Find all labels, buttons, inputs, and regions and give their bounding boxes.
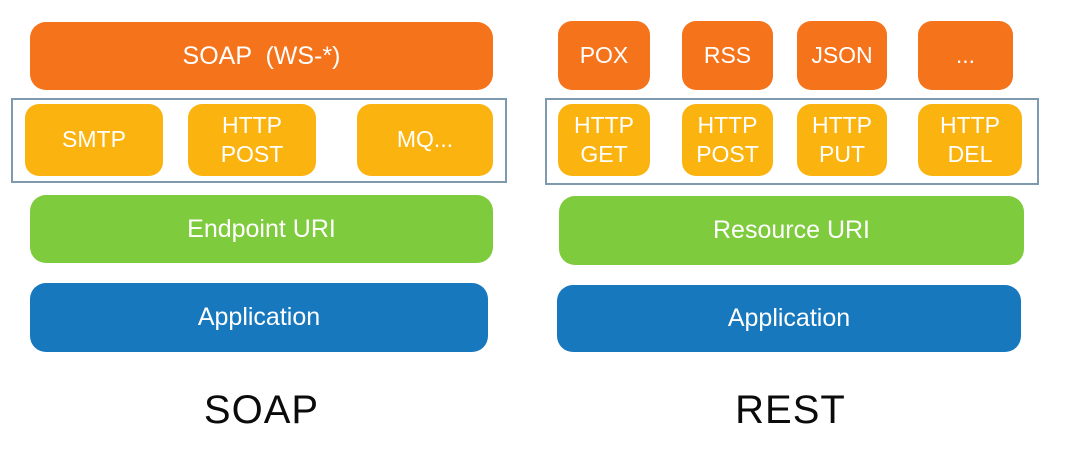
rest-caption: REST [735, 388, 846, 432]
rest-format-pox: POX [558, 21, 650, 90]
rest-format-more: ... [918, 21, 1013, 90]
rest-application-bar: Application [557, 285, 1021, 352]
rest-verb-frame [545, 98, 1039, 185]
rest-verb-http-del: HTTP DEL [918, 104, 1022, 176]
soap-transport-mq: MQ... [357, 104, 493, 176]
rest-verb-http-put: HTTP PUT [797, 104, 887, 176]
soap-protocol-bar: SOAP (WS-*) [30, 22, 493, 90]
rest-verb-http-get: HTTP GET [558, 104, 650, 176]
rest-format-rss: RSS [682, 21, 773, 90]
rest-verb-http-post: HTTP POST [682, 104, 773, 176]
soap-transport-http-post: HTTP POST [188, 104, 316, 176]
rest-format-json: JSON [797, 21, 887, 90]
soap-endpoint-uri-bar: Endpoint URI [30, 195, 493, 263]
rest-resource-uri-bar: Resource URI [559, 196, 1024, 265]
soap-application-bar: Application [30, 283, 488, 352]
soap-transport-smtp: SMTP [25, 104, 163, 176]
soap-transport-frame [11, 98, 507, 183]
soap-caption: SOAP [203, 388, 320, 432]
